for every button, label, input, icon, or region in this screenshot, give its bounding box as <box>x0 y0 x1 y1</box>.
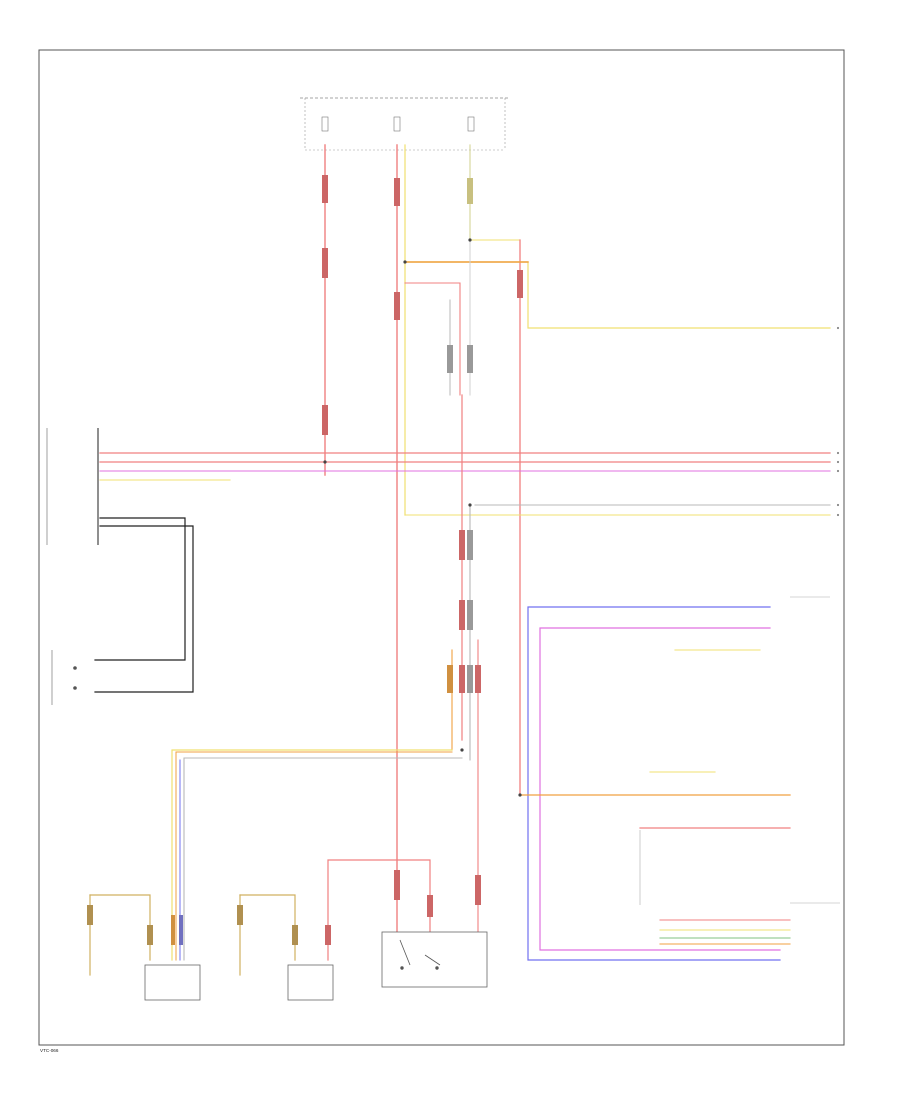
wire-terminals-right <box>836 326 840 517</box>
connector-stubs <box>87 175 523 945</box>
fuse-symbol <box>321 116 475 132</box>
bottom-module-1 <box>144 964 201 1001</box>
left-control-unit <box>46 428 99 545</box>
switch-symbol <box>399 939 441 970</box>
bottom-module-2 <box>287 964 334 1001</box>
splice-dots <box>323 238 522 797</box>
right-module-markers <box>639 596 840 905</box>
footer-code: VTC-066 <box>40 1048 59 1053</box>
left-switch-unit <box>51 650 77 705</box>
diagram-frame <box>38 49 845 1046</box>
bottom-switch-module <box>381 931 488 988</box>
fuse-box <box>300 97 510 151</box>
